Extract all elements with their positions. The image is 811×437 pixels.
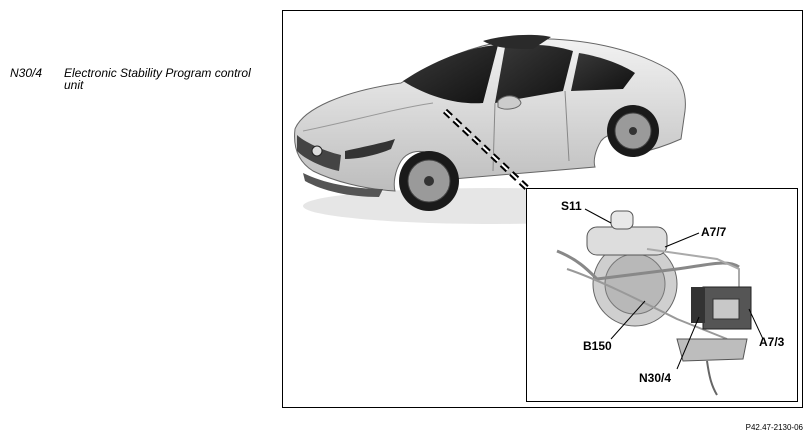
detail-inset: S11 A7/7 B150 A7/3 N30/4 <box>526 188 798 402</box>
legend-code: N30/4 <box>10 66 43 80</box>
car-illustration <box>294 34 686 224</box>
callout-s11: S11 <box>561 199 582 213</box>
figure-reference: P42.47-2130-06 <box>745 423 803 432</box>
legend-description: Electronic Stability Program control uni… <box>64 66 251 92</box>
callout-a73: A7/3 <box>759 335 785 349</box>
callout-n304: N30/4 <box>639 371 672 385</box>
front-wheel <box>399 151 459 211</box>
legend: N30/4 Electronic Stability Program contr… <box>10 67 270 91</box>
callout-a77: A7/7 <box>701 225 727 239</box>
illustration-frame: S11 A7/7 B150 A7/3 N30/4 <box>282 10 803 408</box>
pointer-line <box>442 108 531 192</box>
brake-unit-illustration <box>556 208 764 396</box>
windshield <box>403 45 498 104</box>
legend-row: N30/4 Electronic Stability Program contr… <box>10 67 270 91</box>
rear-wheel <box>607 105 659 157</box>
callout-b150: B150 <box>583 339 612 353</box>
